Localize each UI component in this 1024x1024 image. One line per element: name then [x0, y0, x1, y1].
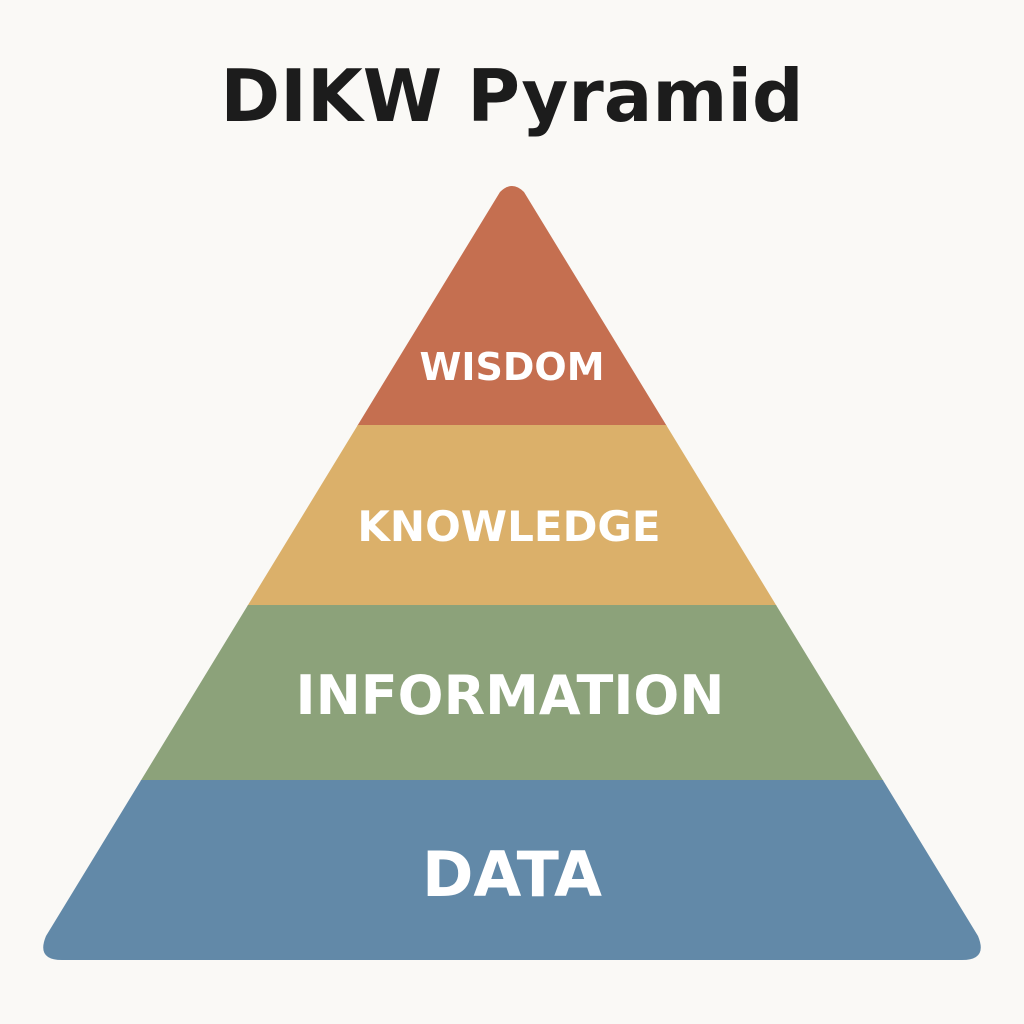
tier-label-information: INFORMATION [295, 664, 724, 727]
tier-label-data: DATA [422, 838, 602, 911]
tier-data [43, 780, 981, 960]
tier-label-knowledge: KNOWLEDGE [357, 502, 660, 551]
diagram-title: DIKW Pyramid [220, 54, 804, 138]
tier-label-wisdom: WISDOM [419, 345, 604, 389]
